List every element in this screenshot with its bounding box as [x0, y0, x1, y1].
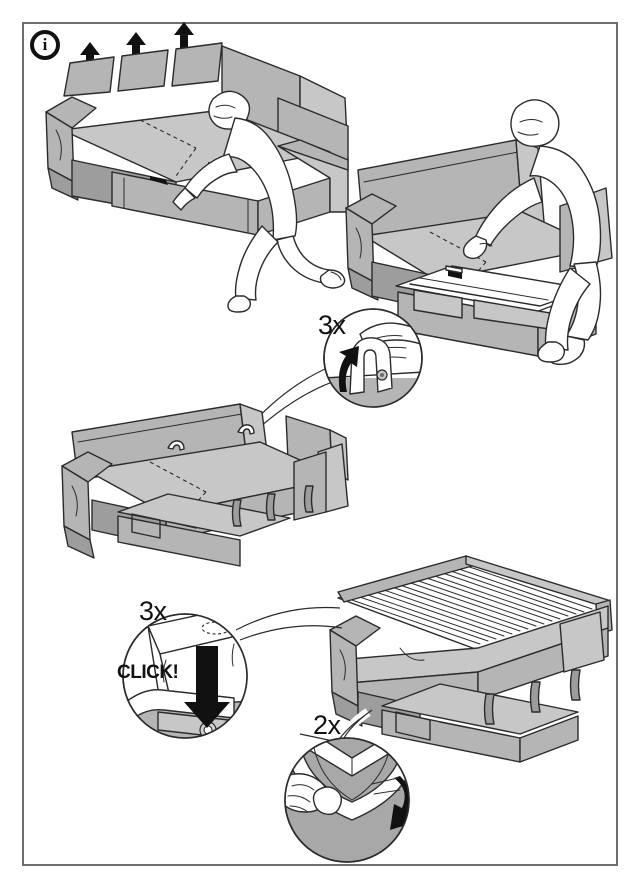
sofa3-base-top [117, 493, 291, 537]
platform-strap-b [237, 424, 255, 435]
back-cushion-right [171, 42, 223, 87]
leg-strap-3 [569, 669, 581, 701]
step-4-illustration [329, 555, 613, 763]
person-kneeling [172, 90, 346, 313]
support-strap-2 [265, 493, 276, 521]
callout-3x-click-label: 3x [139, 596, 167, 626]
callout-click-text: CLICK! [117, 662, 179, 683]
callout-2x-pull-strap-label: 2x [313, 710, 341, 740]
step-3-illustration [61, 403, 349, 567]
step-2-illustration [345, 99, 613, 366]
callout-2x-pull-strap-group [284, 708, 410, 863]
person-hand [462, 235, 488, 260]
bed-lower-top [381, 683, 579, 735]
pull-hand-right [312, 786, 343, 816]
inner-slat-1 [413, 289, 463, 319]
callout-3x-lift-strap-label: 3x [318, 310, 346, 340]
support-strap-1 [231, 499, 242, 527]
information-icon-glyph: i [42, 35, 48, 54]
support-strap-3 [303, 485, 314, 513]
person-standing [462, 99, 602, 366]
information-icon: i [30, 30, 60, 60]
drawer-handle-left [150, 176, 168, 185]
step-1-illustration [45, 22, 349, 313]
callout-2-arrow [184, 646, 230, 728]
platform-strap-a [167, 440, 185, 451]
bed-slats [345, 562, 593, 645]
back-cushion-mid [117, 49, 169, 92]
person-shoe [319, 269, 346, 289]
callout-1-arrow [338, 346, 359, 392]
leg-strap-2 [529, 681, 541, 713]
callout-3-arrow [390, 776, 409, 830]
leg-strap-1 [483, 693, 495, 725]
person-shoe-front [537, 341, 566, 363]
sofa3-base-front [117, 515, 241, 567]
